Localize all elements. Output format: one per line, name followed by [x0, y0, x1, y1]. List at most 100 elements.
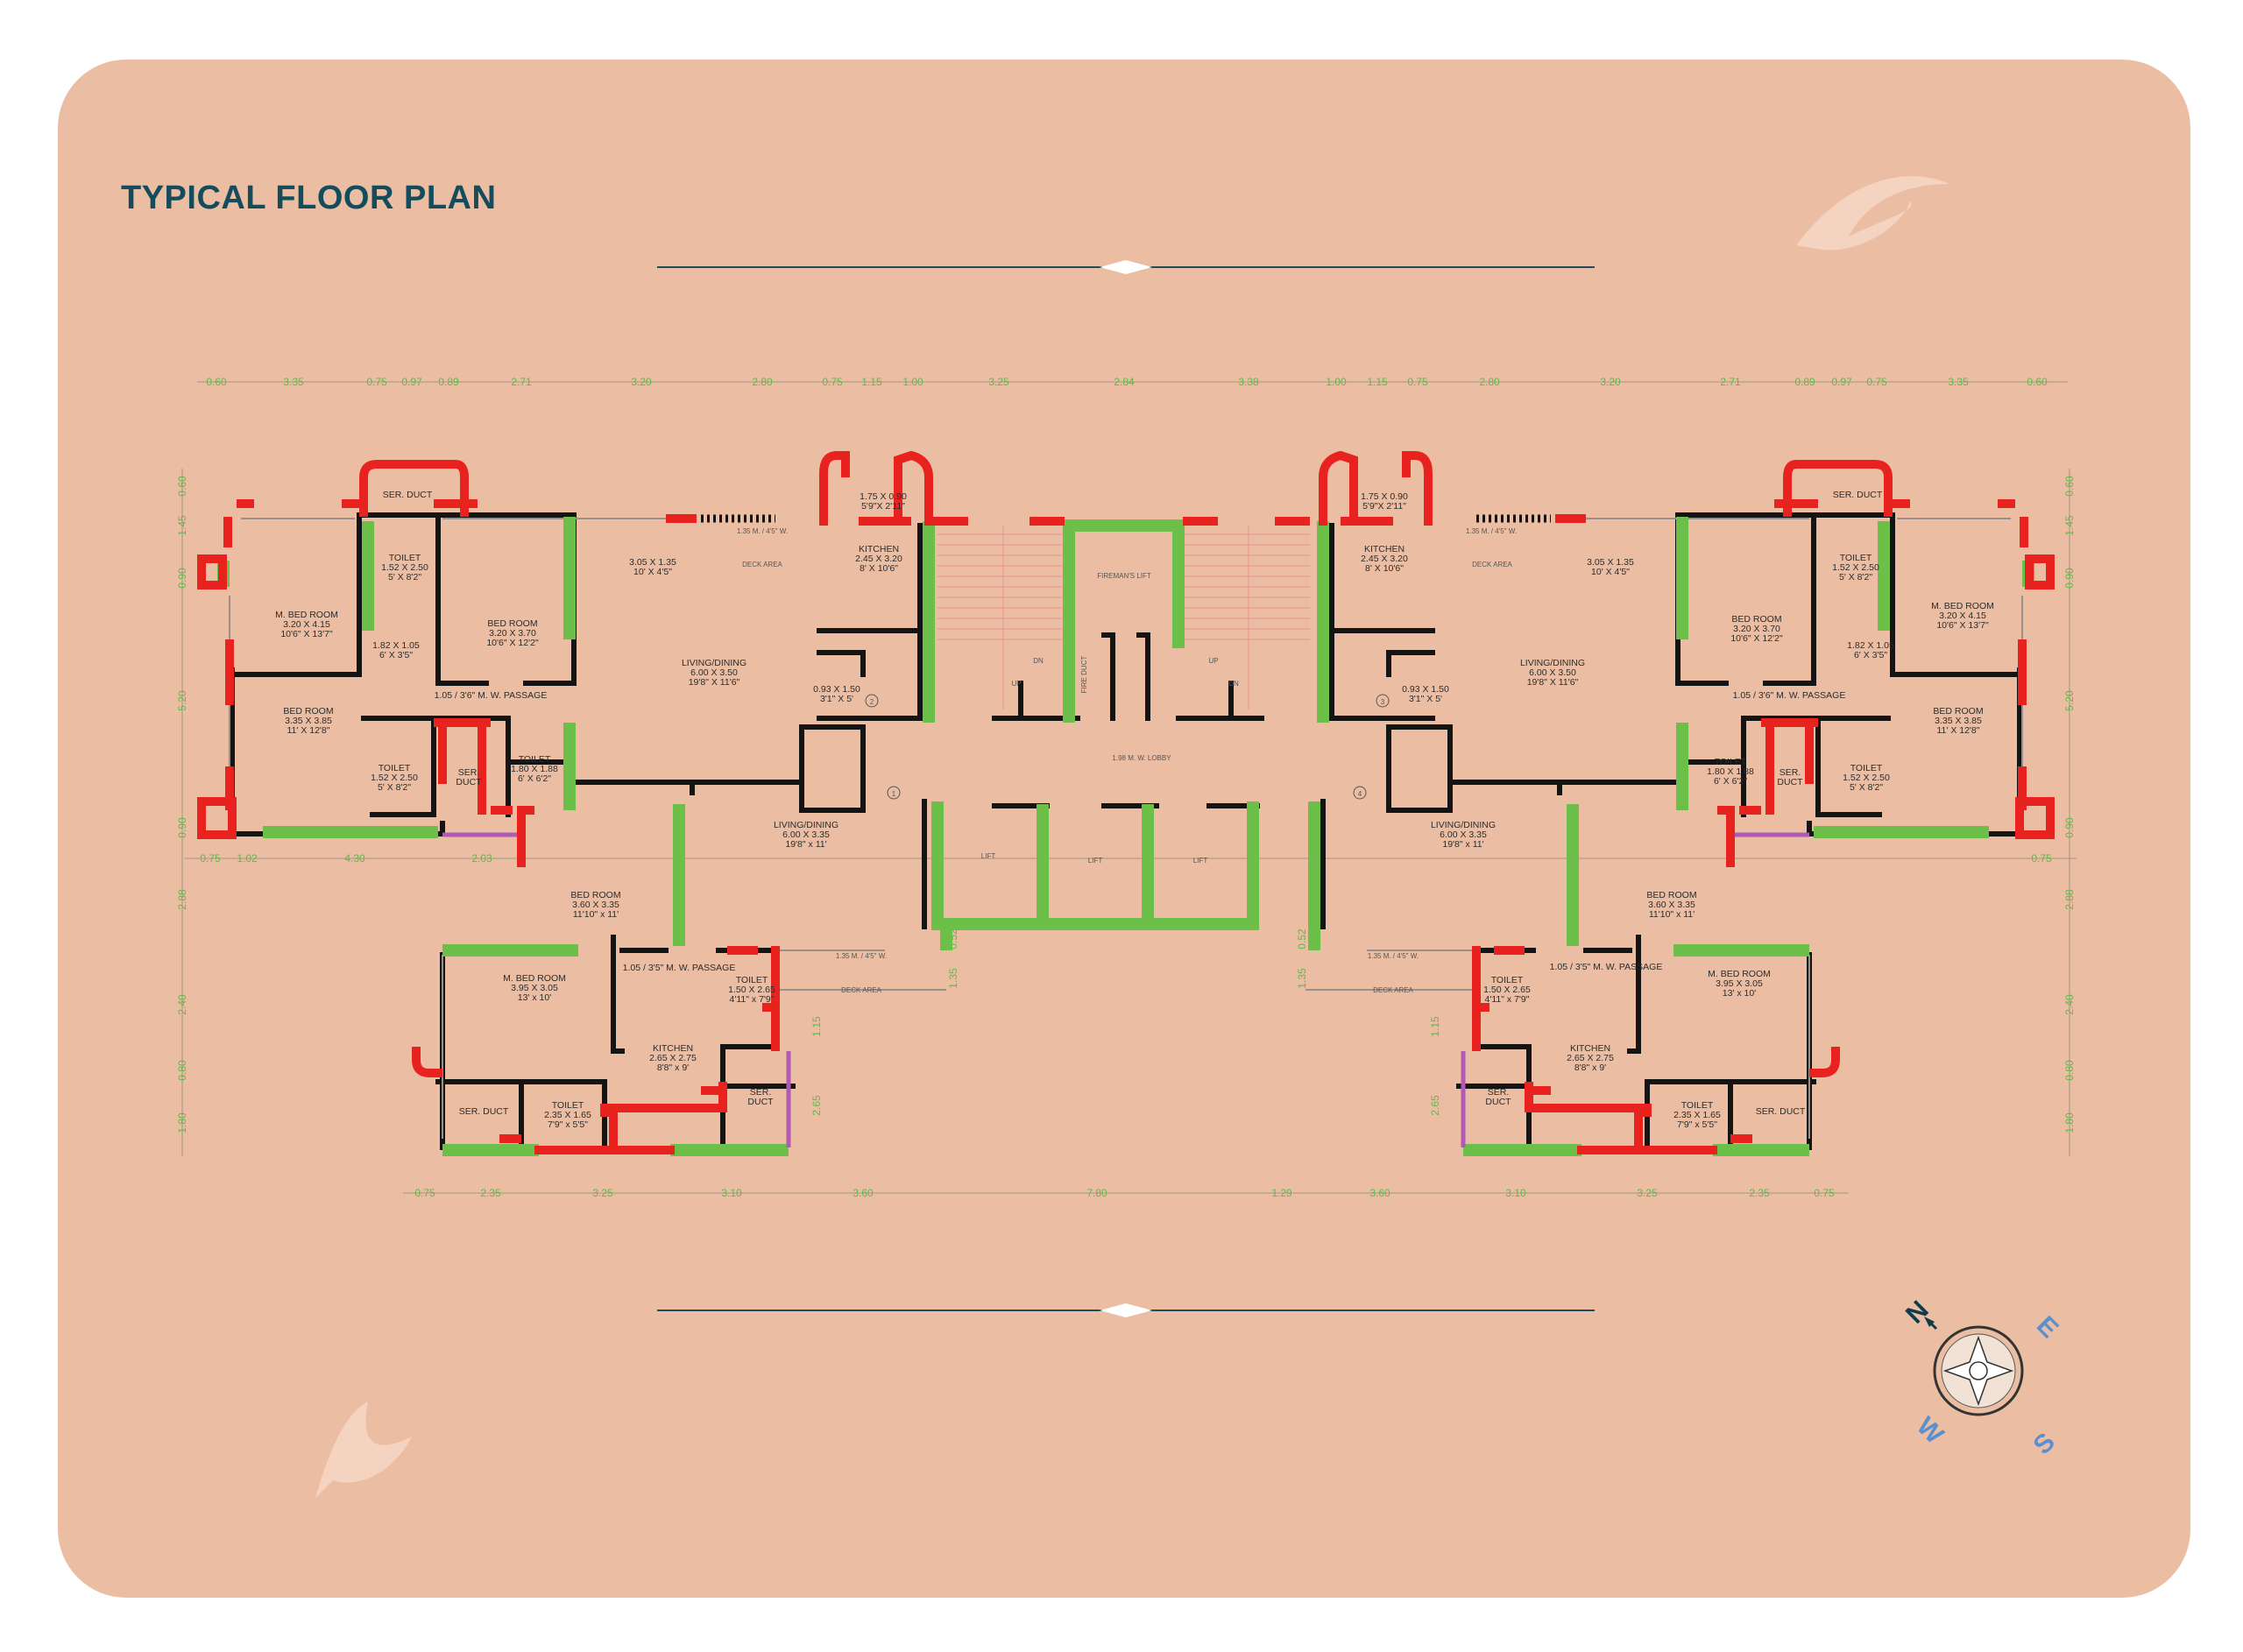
walls-red	[197, 450, 2055, 1154]
divider-top	[657, 260, 1595, 274]
room-label-tl-toilet3: TOILET	[519, 754, 551, 765]
unit-number: 3	[1381, 698, 1385, 706]
room-label-bl-bed: 11'10" x 11'	[573, 909, 619, 920]
room-label-tl-mbed: 10'6" X 13'7"	[280, 629, 333, 639]
room-label-bl-living: 19'8" x 11'	[785, 839, 826, 850]
unit-numbers	[865, 694, 1390, 800]
room-label-tr-toilet2: 5' X 8'2"	[1850, 782, 1883, 793]
room-label-br-living: LIVING/DINING	[1431, 820, 1496, 830]
dimension-inner: 1.35	[1296, 968, 1308, 989]
dimension-top: 3.20	[631, 376, 652, 388]
room-label-deck-area-br: DECK AREA	[1373, 986, 1413, 994]
room-label-bl-kitchen: 2.65 X 2.75	[649, 1053, 697, 1063]
room-label-br-duct2: DUCT	[1485, 1097, 1511, 1107]
unit-number: 1	[892, 790, 896, 798]
dimension-top: 2.80	[1479, 376, 1500, 388]
dimension-lines	[181, 381, 2077, 1194]
dimension-middle: 4.30	[344, 852, 365, 865]
room-label-tl-foyer: 3'1" X 5'	[820, 694, 853, 704]
dimension-right: 0.80	[2063, 1060, 2076, 1081]
room-label-tr-kitchen: 8' X 10'6"	[1365, 563, 1404, 574]
room-label-tr-deck: 3.05 X 1.35	[1587, 557, 1634, 568]
room-label-firemans-lift: FIREMAN'S LIFT	[1097, 572, 1151, 580]
room-label-br-duct2: SER.	[1488, 1087, 1510, 1098]
room-label-tl-ser-duct: SER. DUCT	[383, 490, 433, 500]
room-label-tl-small: 1.82 X 1.05	[372, 640, 420, 651]
room-label-tl-toilet2: 5' X 8'2"	[378, 782, 411, 793]
room-label-tr-small: 6' X 3'5"	[1854, 650, 1887, 660]
dimension-middle: 1.02	[237, 852, 258, 865]
room-label-br-toilet2: 2.35 X 1.65	[1673, 1110, 1721, 1120]
room-label-tr-toilet2: TOILET	[1850, 763, 1883, 773]
dimension-inner: 1.35	[947, 968, 959, 989]
room-label-tl-living: LIVING/DINING	[682, 658, 746, 668]
dimension-top: 2.80	[752, 376, 773, 388]
room-label-stair-dn2: DN	[1228, 680, 1239, 688]
room-label-tr-mbed: 10'6" X 13'7"	[1936, 620, 1989, 631]
room-label-bl-mbed: 13' x 10'	[518, 992, 551, 1003]
room-label-tl-toilet: TOILET	[389, 553, 421, 563]
room-label-tl-deck: 3.05 X 1.35	[629, 557, 676, 568]
room-label-tl-foyer: 0.93 X 1.50	[813, 684, 860, 695]
room-label-tl-kitchen: 8' X 10'6"	[860, 563, 898, 574]
unit-number: 2	[870, 698, 874, 706]
windows	[229, 518, 2023, 1139]
room-label-bl-mbed: M. BED ROOM	[503, 973, 566, 984]
room-label-tr-mbed: M. BED ROOM	[1931, 601, 1994, 611]
room-label-stair-up2: UP	[1208, 657, 1218, 665]
room-label-lobby: 1.98 M. W. LOBBY	[1112, 754, 1171, 762]
room-label-bl-toilet2: 7'9" x 5'5"	[548, 1119, 588, 1130]
room-label-tr-duct2: SER.	[1780, 767, 1801, 778]
dimension-bottom: 0.75	[1814, 1187, 1835, 1199]
dimension-top: 1.00	[1326, 376, 1347, 388]
dimension-bottom: 3.10	[1505, 1187, 1526, 1199]
room-label-tr-util: 5'9"X 2'11"	[1362, 501, 1406, 512]
room-label-tr-living: LIVING/DINING	[1520, 658, 1585, 668]
room-label-deck-area-tr: DECK AREA	[1472, 561, 1512, 568]
dimension-inner: 0.52	[1296, 928, 1308, 950]
room-label-deck-w-tl: 1.35 M. / 4'5" W.	[737, 527, 788, 535]
dimension-top: 3.35	[283, 376, 304, 388]
room-label-br-bed: 3.60 X 3.35	[1648, 900, 1695, 910]
room-label-tl-bed2: 11' X 12'8"	[287, 725, 330, 736]
room-label-tl-toilet2: TOILET	[379, 763, 411, 773]
room-label-br-kitchen: KITCHEN	[1570, 1043, 1610, 1054]
room-label-br-living: 6.00 X 3.35	[1440, 830, 1487, 840]
room-label-fire-duct: FIRE DUCT	[1080, 656, 1088, 694]
balcony-rails	[386, 460, 1866, 523]
page-title: TYPICAL FLOOR PLAN	[121, 180, 497, 216]
room-label-deck-w-br: 1.35 M. / 4'5" W.	[1368, 952, 1419, 960]
dimension-bottom: 3.25	[592, 1187, 613, 1199]
room-label-br-toilet: TOILET	[1491, 975, 1524, 985]
room-label-bl-kitchen: KITCHEN	[653, 1043, 693, 1054]
room-label-tr-toilet2: 1.52 X 2.50	[1843, 773, 1890, 783]
dimension-bottom: 3.60	[1369, 1187, 1390, 1199]
dimension-top: 3.35	[1948, 376, 1969, 388]
room-label-tl-duct2: SER.	[458, 767, 480, 778]
room-label-tr-toilet3: 6' X 6'2"	[1714, 776, 1747, 787]
room-label-tr-bed2: 11' X 12'8"	[1937, 725, 1980, 736]
dimension-bottom: 3.10	[721, 1187, 742, 1199]
dimension-middle: 0.75	[2031, 852, 2052, 865]
room-label-br-mbed: 13' x 10'	[1723, 988, 1756, 999]
room-label-br-toilet: 4'11" x 7'9"	[1485, 994, 1530, 1005]
room-label-tl-bed2: 3.35 X 3.85	[285, 716, 332, 726]
room-label-tl-util: 5'9"X 2'11"	[861, 501, 905, 512]
room-label-tl-duct2: DUCT	[456, 777, 482, 787]
room-label-tl-kitchen: KITCHEN	[859, 544, 899, 554]
room-label-tl-bed: 3.20 X 3.70	[489, 628, 536, 639]
room-label-bl-toilet: 4'11" x 7'9"	[730, 994, 775, 1005]
room-label-lift2: LIFT	[1088, 857, 1103, 865]
dimension-bottom: 2.35	[480, 1187, 501, 1199]
room-label-tr-deck: 10' X 4'5"	[1591, 567, 1630, 577]
room-label-tr-bed: BED ROOM	[1731, 614, 1781, 625]
walls-black	[230, 512, 2022, 1150]
walls-green	[217, 517, 2034, 1156]
dimension-top: 3.38	[1238, 376, 1259, 388]
room-label-tl-living: 19'8" X 11'6"	[689, 677, 740, 688]
